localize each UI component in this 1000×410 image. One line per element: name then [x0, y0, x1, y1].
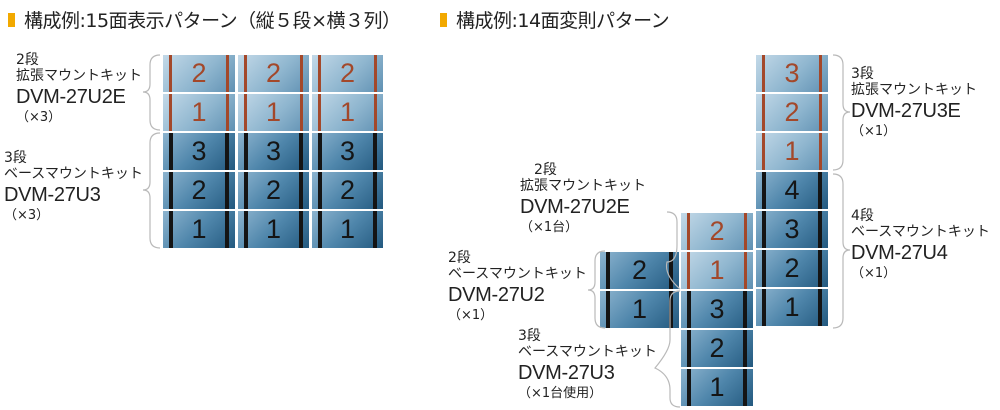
base-tier-panel: 1	[600, 289, 679, 328]
left-title: 構成例:15面表示パターン（縦５段×横３列）	[8, 6, 401, 33]
base-tier-panel: 3	[312, 131, 383, 170]
brace-u3	[654, 290, 681, 408]
base-tier-panel: 2	[756, 248, 828, 287]
base-tier-panel: 3	[163, 131, 235, 170]
extension-tier-panel: 1	[238, 92, 309, 131]
kit-qty: （×3）	[4, 208, 50, 224]
extension-tier-panel: 1	[163, 92, 235, 131]
kit-label-u3: 3段 ベースマウントキット DVM-27U3 （×1台使用）	[518, 328, 657, 402]
kit-model: DVM-27U2E	[520, 196, 630, 219]
kit-kind: ベースマウントキット	[518, 344, 657, 361]
tier-count: 2段	[16, 52, 39, 68]
base-tier-panel: 2	[312, 170, 383, 209]
extension-tier-panel: 1	[681, 250, 753, 289]
base-tier-panel: 1	[681, 367, 753, 406]
base-tier-panel: 2	[681, 328, 753, 367]
kit-label-left-base: 3段 ベースマウントキット DVM-27U3 （×3）	[4, 150, 143, 224]
kit-model: DVM-27U3	[4, 184, 101, 207]
right-title: 構成例:14面変則パターン	[440, 6, 670, 33]
tier-count: 4段	[851, 208, 874, 224]
base-tier-panel: 3	[681, 289, 753, 328]
base-tier-panel: 3	[756, 209, 828, 248]
kit-model: DVM-27U2	[448, 284, 545, 307]
kit-kind: 拡張マウントキット	[851, 82, 977, 99]
base-tier-panel: 1	[756, 287, 828, 326]
extension-tier-panel: 1	[312, 92, 383, 131]
kit-label-u3e: 3段 拡張マウントキット DVM-27U3E （×1）	[851, 66, 977, 140]
brace-u4	[832, 173, 851, 329]
extension-tier-panel: 1	[756, 131, 828, 170]
extension-tier-panel: 2	[163, 53, 235, 92]
base-tier-panel: 1	[312, 209, 383, 248]
kit-qty: （×1台使用）	[518, 386, 603, 402]
right-title-text: 構成例:14面変則パターン	[456, 10, 670, 32]
brace-left-ext	[142, 54, 161, 131]
tier-count: 3段	[518, 328, 541, 344]
extension-tier-panel: 2	[681, 211, 753, 250]
kit-qty: （×3）	[16, 110, 62, 126]
left-title-text: 構成例:15面表示パターン（縦５段×横３列）	[24, 10, 401, 32]
kit-qty: （×1）	[448, 308, 494, 324]
kit-model: DVM-27U3E	[851, 100, 961, 123]
kit-qty: （×1台）	[520, 220, 579, 236]
extension-tier-panel: 2	[238, 53, 309, 92]
base-tier-panel: 2	[600, 250, 679, 289]
base-tier-panel: 1	[238, 209, 309, 248]
extension-tier-panel: 2	[756, 92, 828, 131]
kit-label-left-ext: 2段 拡張マウントキット DVM-27U2E （×3）	[16, 52, 142, 126]
title-bullet-icon	[440, 12, 447, 27]
tier-count: 2段	[534, 162, 557, 178]
base-tier-panel: 2	[238, 170, 309, 209]
base-tier-panel: 2	[163, 170, 235, 209]
kit-label-u2: 2段 ベースマウントキット DVM-27U2 （×1）	[448, 250, 587, 324]
kit-model: DVM-27U4	[851, 242, 948, 265]
base-tier-panel: 1	[163, 209, 235, 248]
base-tier-panel: 4	[756, 170, 828, 209]
kit-kind: 拡張マウントキット	[520, 178, 646, 195]
kit-kind: 拡張マウントキット	[16, 68, 142, 85]
extension-tier-panel: 3	[756, 53, 828, 92]
kit-label-u2e: 2段 拡張マウントキット DVM-27U2E （×1台）	[520, 162, 646, 236]
kit-label-u4: 4段 ベースマウントキット DVM-27U4 （×1）	[851, 208, 990, 282]
kit-model: DVM-27U3	[518, 362, 615, 385]
kit-qty: （×1）	[851, 266, 897, 282]
kit-qty: （×1）	[851, 124, 897, 140]
title-bullet-icon	[8, 12, 15, 27]
extension-tier-panel: 2	[312, 53, 383, 92]
kit-kind: ベースマウントキット	[4, 166, 143, 183]
brace-left-base	[142, 132, 161, 249]
brace-u3e	[832, 54, 851, 171]
brace-u2	[587, 250, 606, 329]
base-tier-panel: 3	[238, 131, 309, 170]
kit-model: DVM-27U2E	[16, 86, 126, 109]
kit-kind: ベースマウントキット	[448, 266, 587, 283]
tier-count: 3段	[851, 66, 874, 82]
kit-kind: ベースマウントキット	[851, 224, 990, 241]
tier-count: 3段	[4, 150, 27, 166]
brace-u2e	[665, 211, 681, 290]
tier-count: 2段	[448, 250, 471, 266]
